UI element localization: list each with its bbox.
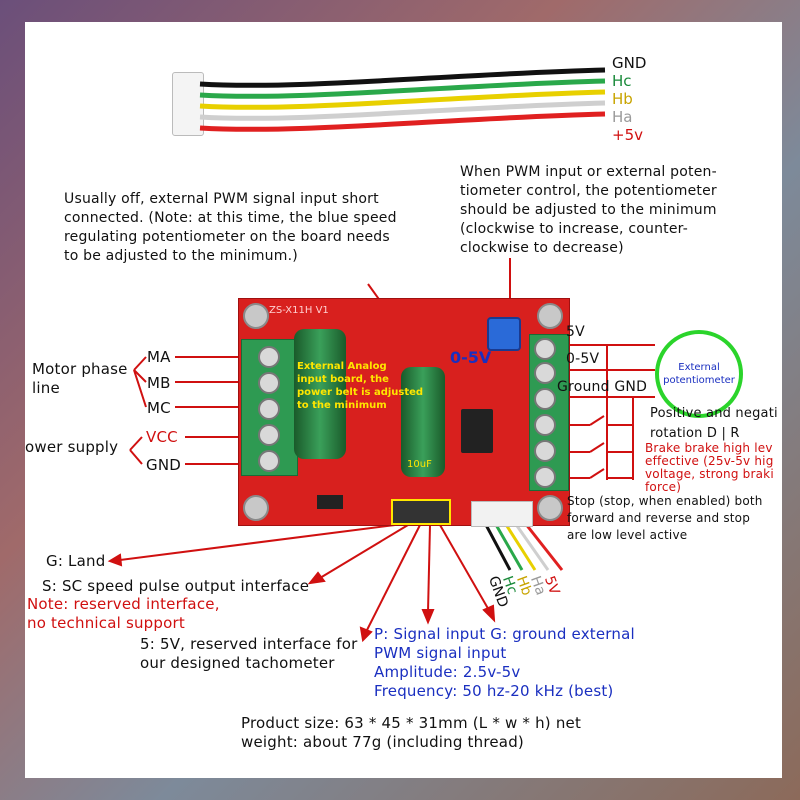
note-line: tiometer control, the potentiometer bbox=[460, 183, 717, 199]
capacitor-2 bbox=[401, 367, 445, 477]
cable-wire bbox=[199, 100, 606, 121]
note-line: When PWM input or external poten- bbox=[460, 164, 717, 180]
cable-wire-label: Ha bbox=[612, 108, 633, 126]
reserved-note: Note: reserved interface, no technical s… bbox=[27, 595, 220, 633]
external-potentiometer-circle: External potentiometer bbox=[655, 330, 743, 418]
label-5v-tachometer: 5: 5V, reserved interface for our design… bbox=[140, 635, 357, 673]
mount-hole bbox=[537, 303, 563, 329]
circle-line: External bbox=[678, 362, 720, 373]
note-pwm-short: Usually off, external PWM signal input s… bbox=[64, 190, 464, 266]
overlay-line: input board, the bbox=[297, 374, 389, 385]
terminal-screw bbox=[534, 414, 556, 436]
label-gnd: GND bbox=[146, 456, 181, 474]
label-ma: MA bbox=[147, 348, 171, 366]
note-line: connected. (Note: at this time, the blue… bbox=[64, 210, 397, 226]
label-line: force) bbox=[645, 480, 682, 494]
label-line: Brake brake high lev bbox=[645, 442, 773, 455]
motor-driver-board: ZS-X11H V1 10uF bbox=[238, 298, 570, 527]
overlay-0-5v: 0-5V bbox=[450, 348, 492, 367]
pwm-signal-info: P: Signal input G: ground external PWM s… bbox=[374, 625, 635, 701]
cable-wire bbox=[199, 67, 606, 88]
cable-wire bbox=[199, 78, 606, 99]
pwm-line: P: Signal input G: ground external bbox=[374, 625, 635, 643]
resistor bbox=[317, 495, 343, 509]
terminal-screw bbox=[258, 346, 280, 368]
stop-label: Stop (stop, when enabled) both forward a… bbox=[567, 493, 763, 544]
terminal-screw bbox=[258, 398, 280, 420]
terminal-screw bbox=[534, 388, 556, 410]
label-line: line bbox=[32, 379, 60, 397]
label-mc: MC bbox=[147, 399, 171, 417]
label-5v: 5V bbox=[566, 324, 585, 340]
circle-line: potentiometer bbox=[663, 375, 735, 386]
label-line: Stop (stop, when enabled) both bbox=[567, 494, 763, 508]
note-line: should be adjusted to the minimum bbox=[460, 202, 717, 218]
terminal-screw bbox=[534, 466, 556, 488]
cap-label: 10uF bbox=[407, 459, 432, 470]
mount-hole bbox=[537, 495, 563, 521]
label-ground-gnd: Ground GND bbox=[557, 379, 648, 395]
note-potentiometer: When PWM input or external poten- tiomet… bbox=[460, 163, 780, 258]
overlay-line: to the minimum bbox=[297, 400, 387, 411]
note-line: (clockwise to increase, counter- bbox=[460, 221, 688, 237]
cable-wire-label: +5v bbox=[612, 126, 643, 144]
label-line: effective (25v-5v hig bbox=[645, 454, 774, 468]
capacitor-1 bbox=[294, 329, 346, 459]
label-vcc: VCC bbox=[146, 428, 178, 446]
note-line: Note: reserved interface, bbox=[27, 595, 220, 613]
note-line: Usually off, external PWM signal input s… bbox=[64, 191, 379, 207]
mount-hole bbox=[243, 495, 269, 521]
terminal-screw bbox=[258, 372, 280, 394]
product-line: weight: about 77g (including thread) bbox=[241, 733, 524, 751]
note-line: regulating potentiometer on the board ne… bbox=[64, 229, 390, 245]
board-overlay-note: External Analog input board, the power b… bbox=[297, 360, 427, 412]
terminal-screw bbox=[258, 424, 280, 446]
label-g-land: G: Land bbox=[46, 552, 106, 570]
label-line: voltage, strong braki bbox=[645, 467, 774, 481]
blue-potentiometer[interactable] bbox=[487, 317, 521, 351]
ic-chip bbox=[461, 409, 493, 453]
brake-label: Brake brake high lev effective (25v-5v h… bbox=[645, 442, 783, 494]
cable-wire-label: Hb bbox=[612, 90, 633, 108]
cable-connector bbox=[172, 72, 204, 136]
pwm-line: Amplitude: 2.5v-5v bbox=[374, 663, 521, 681]
terminal-screw bbox=[534, 440, 556, 462]
direction-label: Positive and negati rotation D | R bbox=[650, 404, 785, 444]
note-line: to be adjusted to the minimum.) bbox=[64, 248, 298, 264]
label-line: our designed tachometer bbox=[140, 654, 335, 672]
terminal-screw bbox=[534, 362, 556, 384]
label-s-speed: S: SC speed pulse output interface bbox=[42, 577, 310, 595]
control-terminal-block bbox=[529, 334, 569, 491]
pwm-line: PWM signal input bbox=[374, 644, 507, 662]
cable-wire bbox=[199, 89, 606, 110]
label-line: Motor phase bbox=[32, 360, 128, 378]
note-line: clockwise to decrease) bbox=[460, 240, 624, 256]
mount-hole bbox=[243, 303, 269, 329]
label-line: are low level active bbox=[567, 528, 688, 542]
board-model: ZS-X11H V1 bbox=[269, 305, 329, 316]
overlay-line: power belt is adjusted bbox=[297, 387, 424, 398]
motor-phase-label: Motor phase line bbox=[32, 360, 128, 398]
cable-wire-label: GND bbox=[612, 54, 647, 72]
note-line: no technical support bbox=[27, 614, 185, 632]
label-line: rotation D | R bbox=[650, 426, 740, 441]
pwm-line: Frequency: 50 hz-20 kHz (best) bbox=[374, 682, 614, 700]
label-mb: MB bbox=[147, 374, 171, 392]
product-line: Product size: 63 * 45 * 31mm (L * w * h)… bbox=[241, 714, 582, 732]
label-0-5v: 0-5V bbox=[566, 351, 600, 367]
signal-header[interactable] bbox=[391, 499, 451, 525]
cable-wire-label: Hc bbox=[612, 72, 632, 90]
product-size-info: Product size: 63 * 45 * 31mm (L * w * h)… bbox=[241, 714, 581, 752]
hall-connector[interactable] bbox=[471, 501, 533, 527]
power-supply-label: ower supply bbox=[25, 438, 119, 456]
terminal-screw bbox=[258, 450, 280, 472]
label-line: Positive and negati bbox=[650, 406, 778, 421]
label-line: 5: 5V, reserved interface for bbox=[140, 635, 358, 653]
terminal-screw bbox=[534, 338, 556, 360]
cable-wire bbox=[199, 111, 606, 132]
overlay-line: External Analog bbox=[297, 361, 387, 372]
label-line: forward and reverse and stop bbox=[567, 511, 751, 525]
